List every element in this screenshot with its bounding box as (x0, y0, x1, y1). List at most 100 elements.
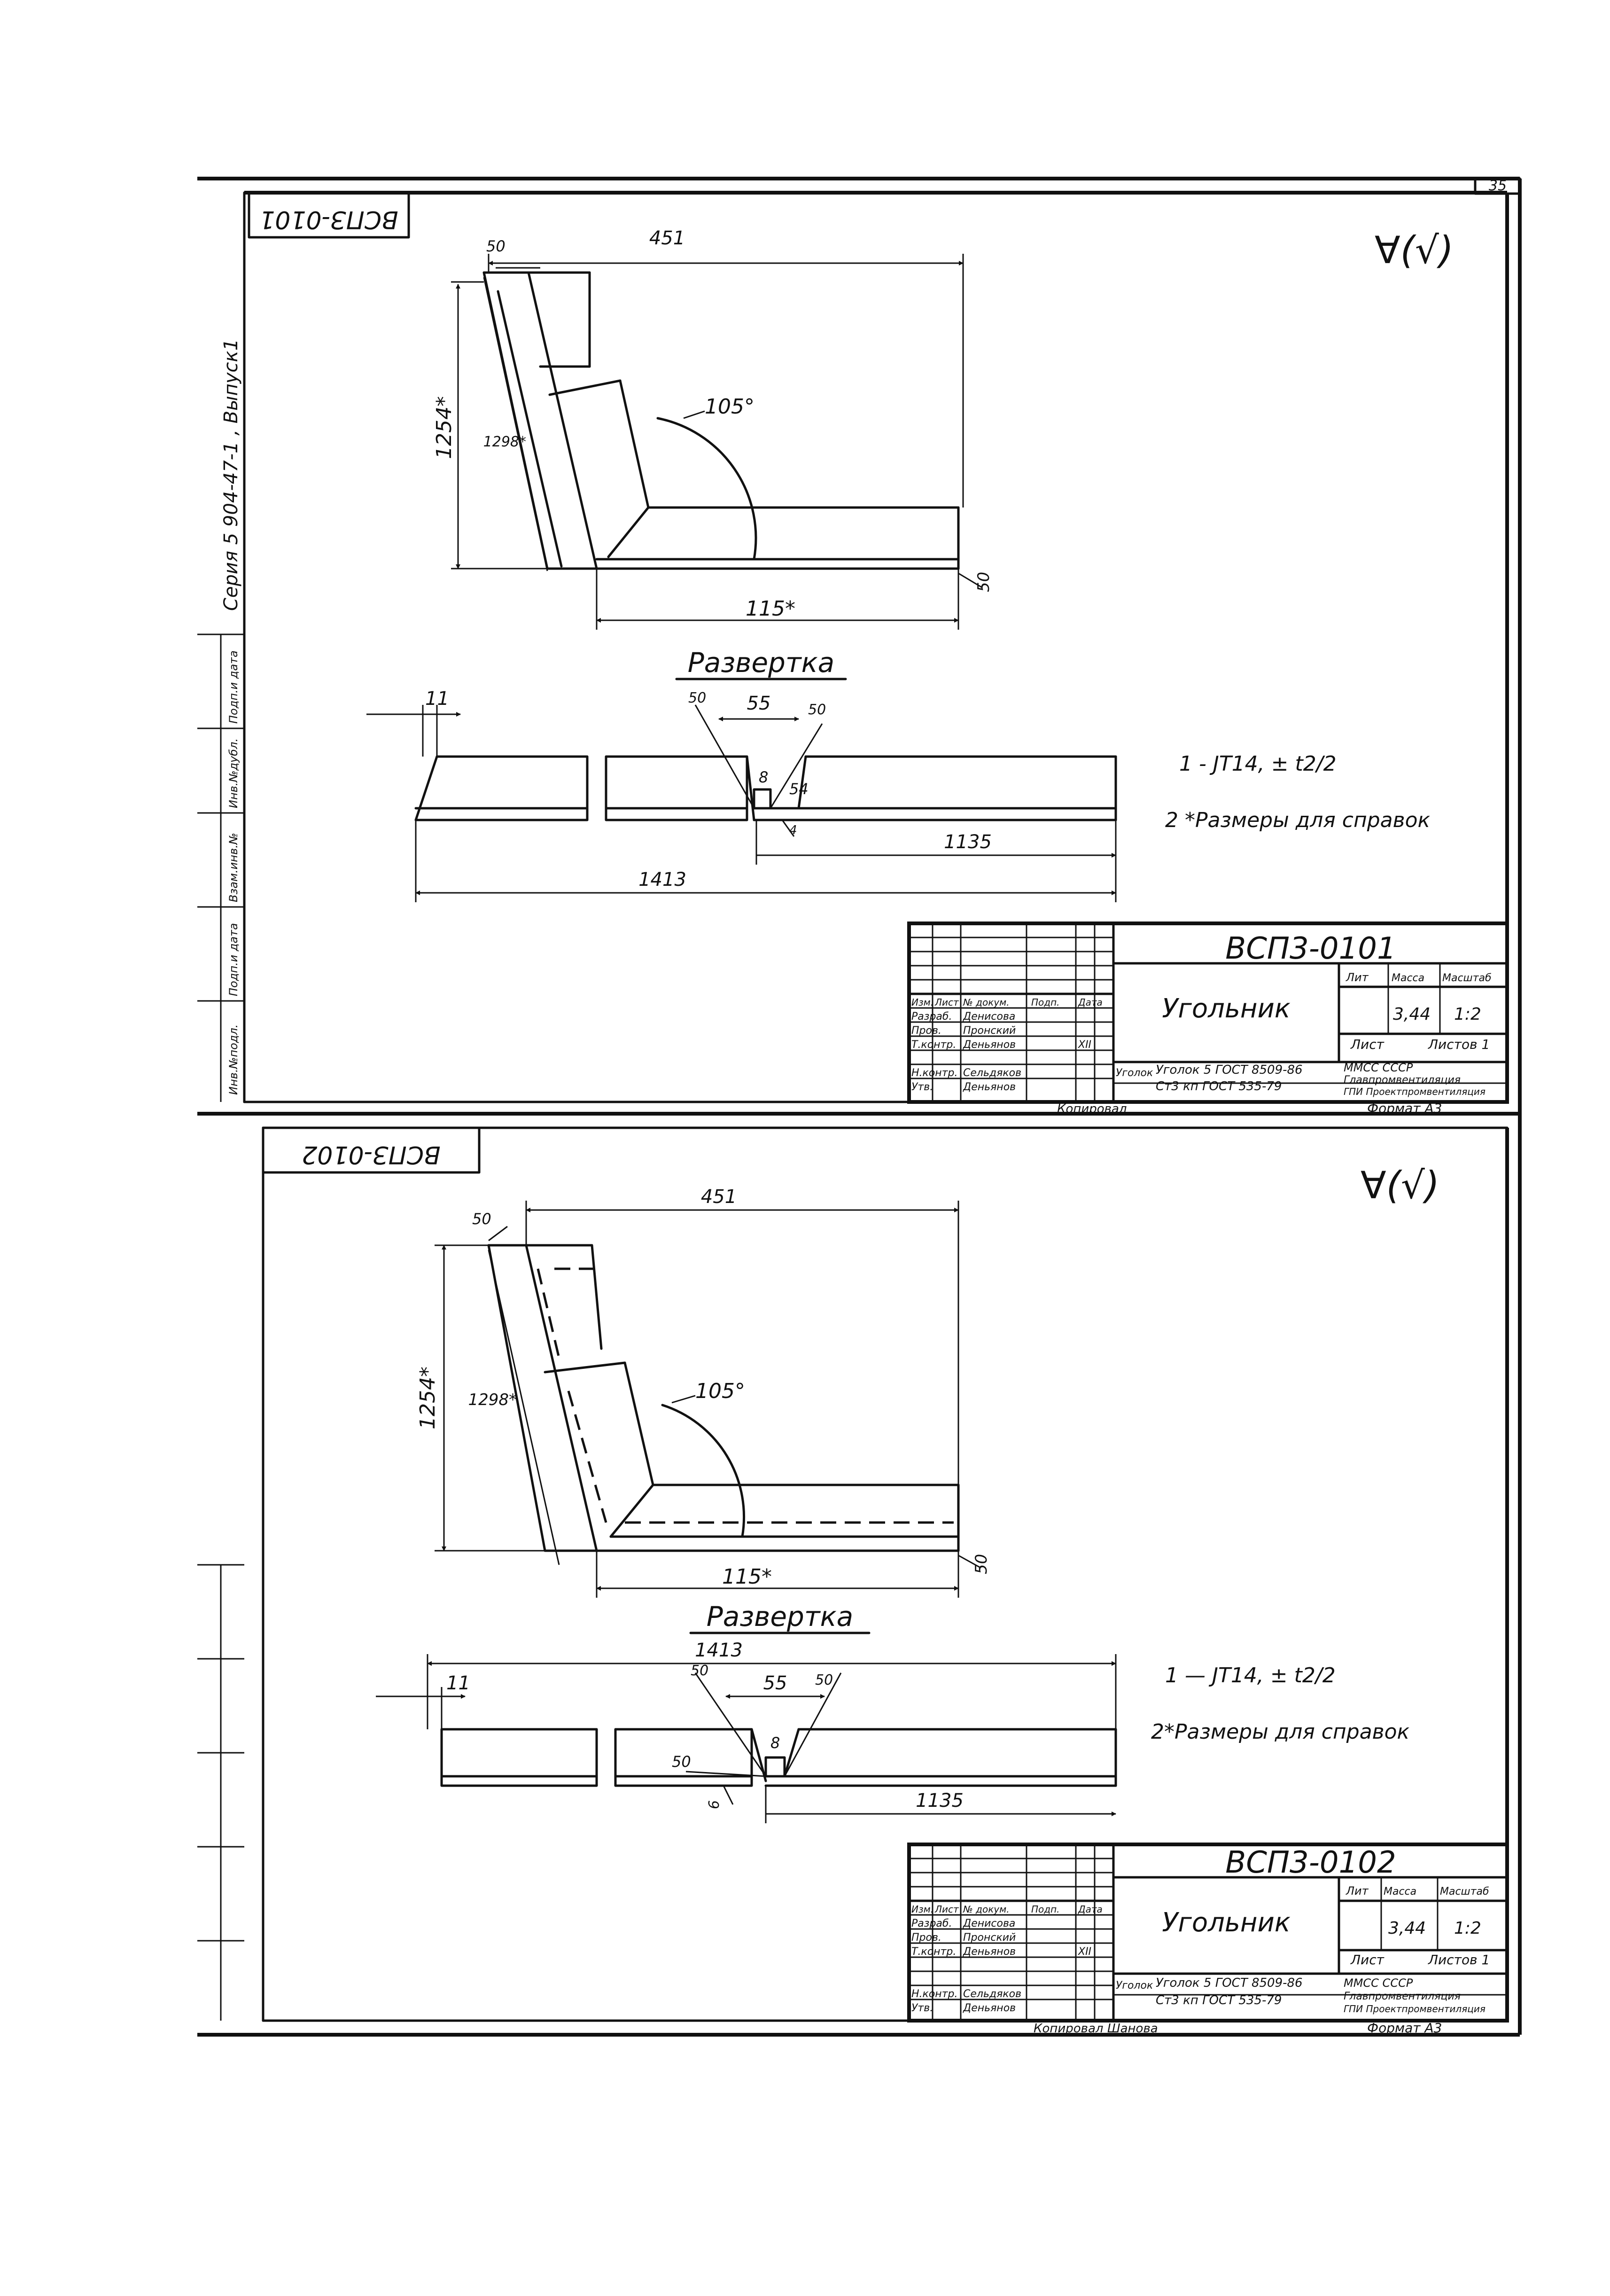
page-number-box: 35 (1474, 177, 1521, 195)
dim-bottom-2: 115* (722, 1565, 772, 1589)
note-1-2: 2 *Размеры для справок (1165, 808, 1430, 832)
tb-name-1-4: Деньянов (963, 1081, 1016, 1093)
tb-role-1-4: Утв. (911, 1081, 933, 1093)
designation-2: ВСП3-0102 (1225, 1845, 1396, 1880)
tb-scale-label-2: Масштаб (1440, 1886, 1489, 1898)
tb-header-2-2: № докум. (963, 1904, 1010, 1915)
unfold-total-1: 1413 (638, 869, 686, 890)
tb-name-1-1: Пронский (963, 1025, 1016, 1037)
tb-material-prefix-1: Уголок (1116, 1067, 1153, 1079)
tb-sheet-label-1: Лист (1350, 1037, 1384, 1052)
tb-lit-2: Лит (1346, 1884, 1369, 1898)
unfold-notch-1: 8 (759, 768, 768, 786)
tb-name-2-4: Деньянов (963, 2002, 1016, 2014)
tb-date-1: XII (1078, 1039, 1091, 1051)
tb-format-2: Формат А3 (1367, 2020, 1442, 2036)
tb-material-top-2: Уголок 5 ГОСТ 8509-86 (1156, 1976, 1303, 1990)
tb-header-1-2: № докум. (963, 997, 1010, 1008)
unfold-small-2: 6 (706, 1800, 723, 1809)
tb-name-2-0: Денисова (963, 1918, 1015, 1929)
unfold-dims-1: 11 50 55 50 8 54 4 1135 1413 (366, 688, 1117, 902)
side-col-3: Взам.инв.№ (227, 833, 240, 902)
unfold-strip-2 (440, 1728, 1117, 1787)
dim-top-width-2: 451 (701, 1186, 737, 1208)
unfold-v-right-2: 50 (815, 1672, 833, 1688)
tb-name-2-3: Сельдяков (963, 1988, 1021, 2000)
dimensions-2: 451 50 1254* 1298* 105° 115* 50 (416, 1186, 991, 1598)
tb-name-1-2: Деньянов (963, 1039, 1016, 1051)
unfold-title-1: Развертка (688, 647, 834, 679)
dim-height-2: 1254* (416, 1367, 440, 1429)
tb-mass-label-1: Масса (1392, 972, 1424, 984)
unfold-v-gap-2: 55 (763, 1672, 787, 1694)
tb-header-2-4: Дата (1078, 1904, 1103, 1915)
tb-header-2-3: Подп. (1031, 1904, 1060, 1915)
title-block-1: ВСП3-0101 Угольник Изм. Лист № докум. По… (907, 922, 1509, 1116)
dimensions-1: 451 50 1254* 1298* 105° 115* 50 (432, 227, 993, 630)
tb-role-1-0: Разраб. (911, 1011, 952, 1023)
dim-slant-2: 1298* (468, 1390, 517, 1409)
tb-format-1: Формат А3 (1367, 1101, 1442, 1116)
dim-right-thk-1: 50 (974, 572, 993, 592)
tb-sheet-label-2: Лист (1350, 1952, 1384, 1968)
note-1-1: 1 - JT14, ± t2/2 (1179, 752, 1337, 776)
unfold-v-left-2: 50 (691, 1663, 708, 1679)
sheet-2: ВСПЗ-0102 ∀(√) 451 50 (262, 1126, 1509, 2036)
tb-mass-1: 3,44 (1393, 1005, 1431, 1024)
tb-name-1-3: Сельдяков (963, 1067, 1021, 1079)
dim-angle-2: 105° (695, 1379, 745, 1403)
side-col-4: Инв.№дубл. (227, 738, 240, 808)
sheet-1: ВСПЗ-0101 ∀(√) 451 50 (248, 191, 1509, 1116)
tb-header-2-1: Лист (934, 1904, 959, 1915)
tb-org3-1: ГПИ Проектпромвентиляция (1344, 1086, 1486, 1097)
dim-right-thk-2: 50 (972, 1554, 991, 1574)
tb-material-bottom-2: Ст3 кп ГОСТ 535-79 (1156, 1993, 1282, 2007)
dim-corner-2: 50 (472, 1210, 491, 1228)
tb-header-2-0: Изм. (911, 1904, 933, 1915)
tb-role-2-2: Т.контр. (911, 1946, 956, 1958)
tb-role-2-0: Разраб. (911, 1918, 952, 1929)
tb-scale-2: 1:2 (1454, 1919, 1481, 1938)
angle-view-1 (482, 271, 960, 570)
tb-role-2-1: Пров. (911, 1932, 941, 1944)
tb-copied-1: Копировал (1057, 1102, 1127, 1116)
side-col-2: Подп.и дата (227, 923, 240, 996)
tb-org1-2: ММСС СССР (1344, 1976, 1413, 1990)
unfold-left-2: 11 (446, 1672, 470, 1694)
tb-role-2-3: Н.контр. (911, 1988, 957, 2000)
page-number: 35 (1489, 178, 1507, 194)
dim-bottom-1: 115* (746, 597, 795, 621)
tb-org1-1: ММСС СССР (1344, 1061, 1413, 1074)
unfold-v-gap-1: 55 (747, 693, 771, 714)
tb-name-1-0: Денисова (963, 1011, 1015, 1023)
unfold-left-1: 11 (425, 688, 449, 710)
unfold-title-2: Развертка (707, 1601, 853, 1632)
designation-1: ВСП3-0101 (1225, 931, 1396, 966)
tb-date-2: XII (1078, 1946, 1091, 1958)
unfold-v-depth-2: 50 (672, 1753, 691, 1771)
note-2-2: 2*Размеры для справок (1151, 1720, 1410, 1744)
dim-angle-1: 105° (705, 395, 754, 419)
dim-slant-1: 1298* (483, 434, 526, 450)
tb-role-1-1: Пров. (911, 1025, 941, 1037)
tb-sheets-label-1: Листов 1 (1428, 1037, 1490, 1052)
side-stamp: Серия 5 904-47-1 , Выпуск1 Инв.№подл. По… (197, 339, 244, 2021)
dim-top-width-1: 451 (649, 227, 685, 249)
part-name-1: Угольник (1162, 993, 1291, 1024)
tb-header-1-0: Изм. (911, 997, 933, 1008)
part-name-2: Угольник (1162, 1907, 1291, 1938)
roughness-symbol-2: ∀(√) (1361, 1164, 1439, 1207)
unfold-strip-1 (414, 755, 1117, 821)
tb-role-1-2: Т.контр. (911, 1039, 956, 1051)
tb-header-1-3: Подп. (1031, 997, 1060, 1008)
unfold-total-2: 1413 (695, 1640, 743, 1661)
tb-org3-2: ГПИ Проектпромвентиляция (1344, 2003, 1486, 2015)
unfold-right-len-1: 1135 (944, 831, 992, 853)
side-col-1: Инв.№подл. (227, 1024, 240, 1095)
tb-header-1-1: Лист (934, 997, 959, 1008)
title-block-2: ВСП3-0102 Угольник Изм. Лист № докум. По… (907, 1843, 1509, 2036)
tb-lit-1: Лит (1346, 971, 1369, 984)
unfold-v-depth-1: 54 (789, 780, 809, 798)
code-box-1: ВСПЗ-0101 (259, 205, 398, 234)
outer-frame (197, 177, 1522, 2037)
